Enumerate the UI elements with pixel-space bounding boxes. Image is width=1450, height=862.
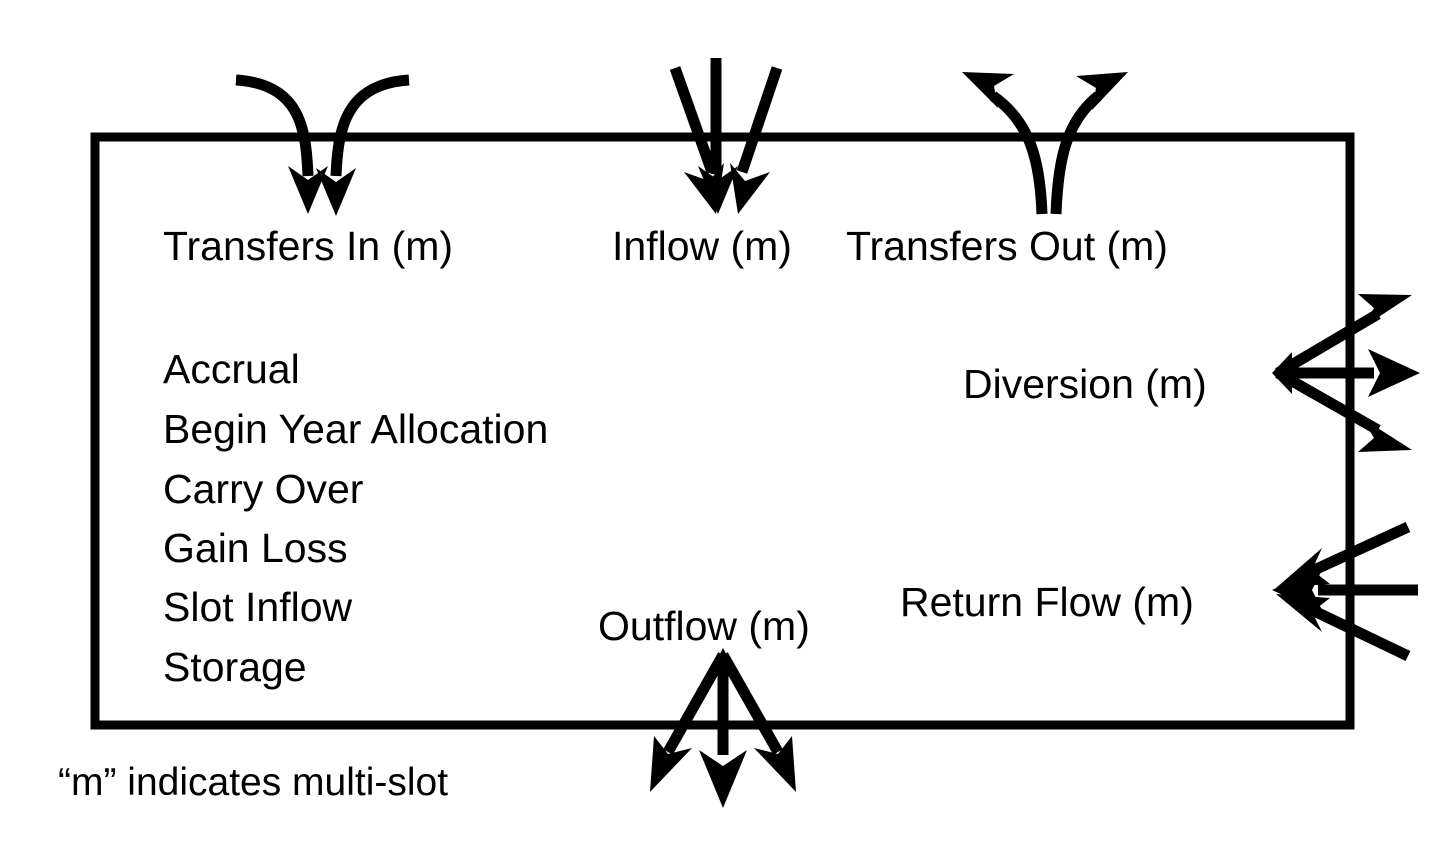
transfers-out-arrow-right-head: [1076, 72, 1128, 110]
slot-item-carry-over: Carry Over: [163, 466, 363, 512]
return-flow-label: Return Flow (m): [900, 579, 1194, 625]
return-flow-arrows: [1272, 522, 1418, 661]
inflow-arrow-right-head: [730, 163, 770, 214]
transfers-out-arrows: [962, 72, 1128, 215]
outflow-arrow-right-head: [754, 736, 796, 792]
return-flow-arrow-lower-shaft: [1309, 605, 1411, 661]
transfers-in-arrow-right-head: [316, 168, 356, 216]
slot-list: Accrual Begin Year Allocation Carry Over…: [163, 346, 548, 690]
diversion-arrow-upper-shaft: [1275, 309, 1381, 378]
transfers-out-arrow-left-head: [962, 72, 1014, 108]
transfers-in-arrow-right-shaft: [330, 74, 410, 177]
transfers-in-arrows: [235, 74, 410, 216]
inflow-arrows: [669, 58, 783, 214]
transfers-out-arrow-left-shaft: [989, 91, 1048, 215]
outflow-arrow-origin-node: [708, 648, 738, 676]
slot-item-gain-loss: Gain Loss: [163, 525, 348, 571]
inflow-arrow-left-shaft: [669, 66, 718, 174]
outflow-arrow-left-head: [650, 736, 692, 792]
slot-item-accrual: Accrual: [163, 346, 300, 392]
outflow-arrows: [650, 648, 796, 808]
diversion-arrow-middle-head: [1368, 349, 1420, 397]
diversion-label: Diversion (m): [963, 361, 1207, 407]
transfers-out-label: Transfers Out (m): [846, 223, 1168, 269]
diversion-arrow-origin-node: [1272, 352, 1292, 394]
return-flow-arrow-upper-shaft: [1309, 522, 1411, 576]
diversion-arrow-upper-head: [1358, 294, 1412, 328]
multi-slot-note: “m” indicates multi-slot: [58, 761, 448, 804]
diversion-arrow-lower-shaft: [1275, 368, 1381, 435]
transfers-in-arrow-left-head: [288, 166, 328, 214]
outflow-arrow-center-head: [699, 750, 747, 808]
inflow-arrow-right-shaft: [736, 66, 783, 174]
slot-item-storage: Storage: [163, 644, 307, 690]
diversion-arrows: [1272, 294, 1420, 452]
diversion-arrow-lower-head: [1358, 418, 1412, 452]
inflow-arrow-center-head: [698, 166, 738, 214]
slot-item-slot-inflow: Slot Inflow: [163, 584, 353, 630]
slot-item-begin-year-allocation: Begin Year Allocation: [163, 406, 548, 452]
transfers-out-arrow-right-shaft: [1050, 91, 1102, 215]
transfers-in-arrow-left-shaft: [235, 74, 314, 177]
transfers-in-label: Transfers In (m): [163, 223, 453, 269]
outflow-label: Outflow (m): [598, 603, 810, 649]
return-flow-arrow-lower-head: [1276, 594, 1330, 632]
inflow-label: Inflow (m): [612, 223, 792, 269]
